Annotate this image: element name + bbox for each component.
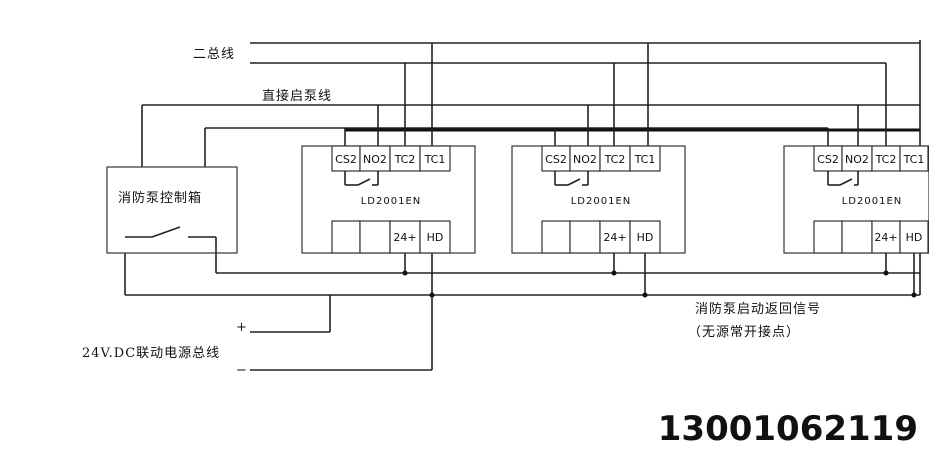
module-relay-contact-icon xyxy=(827,171,859,186)
terminal-label: HD xyxy=(637,231,654,244)
direct-pump-line-label: 直接启泵线 xyxy=(262,88,332,104)
junction-dot xyxy=(642,292,648,298)
terminal-label: TC1 xyxy=(903,153,925,166)
terminal-label: TC2 xyxy=(875,153,897,166)
module-model-label: LD2001EN xyxy=(361,196,422,207)
module-model-label: LD2001EN xyxy=(842,196,903,207)
terminal-label: HD xyxy=(427,231,444,244)
terminal-label: NO2 xyxy=(363,153,387,166)
pump-control-box-label: 消防泵控制箱 xyxy=(118,190,202,206)
terminal-label: CS2 xyxy=(545,153,567,166)
module-model-label: LD2001EN xyxy=(571,196,632,207)
terminal-label: TC1 xyxy=(634,153,656,166)
module-3 xyxy=(783,145,929,254)
pump-control-box xyxy=(106,166,238,254)
module-1 xyxy=(301,145,476,254)
junction-dot xyxy=(611,270,617,276)
return-signal-label: 消防泵启动返回信号 xyxy=(695,301,821,317)
junction-dot xyxy=(402,270,408,276)
terminal-label: 24+ xyxy=(603,231,626,244)
power-bus-label: 24V.DC联动电源总线 xyxy=(82,346,220,361)
phone-number: 13001062119 xyxy=(658,409,918,449)
terminal-label: NO2 xyxy=(845,153,869,166)
module-2 xyxy=(511,145,686,254)
junction-dot xyxy=(911,292,917,298)
terminal-label: CS2 xyxy=(817,153,839,166)
power-plus-sign: + xyxy=(236,320,248,335)
terminal-label: TC2 xyxy=(604,153,626,166)
terminal-label: NO2 xyxy=(573,153,597,166)
return-signal-note: （无源常开接点） xyxy=(688,324,800,340)
terminal-label: 24+ xyxy=(874,231,897,244)
module-relay-contact-icon xyxy=(554,171,589,186)
module-relay-contact-icon xyxy=(344,171,379,186)
terminal-label: TC2 xyxy=(394,153,416,166)
power-minus-sign: − xyxy=(236,363,248,378)
terminal-label: 24+ xyxy=(393,231,416,244)
terminal-label: TC1 xyxy=(424,153,446,166)
terminal-label: HD xyxy=(906,231,923,244)
two-wire-bus-label: 二总线 xyxy=(193,47,235,62)
control-box-switch-icon xyxy=(125,226,217,253)
junction-dot xyxy=(883,270,889,276)
junction-dot xyxy=(429,292,435,298)
terminal-label: CS2 xyxy=(335,153,357,166)
